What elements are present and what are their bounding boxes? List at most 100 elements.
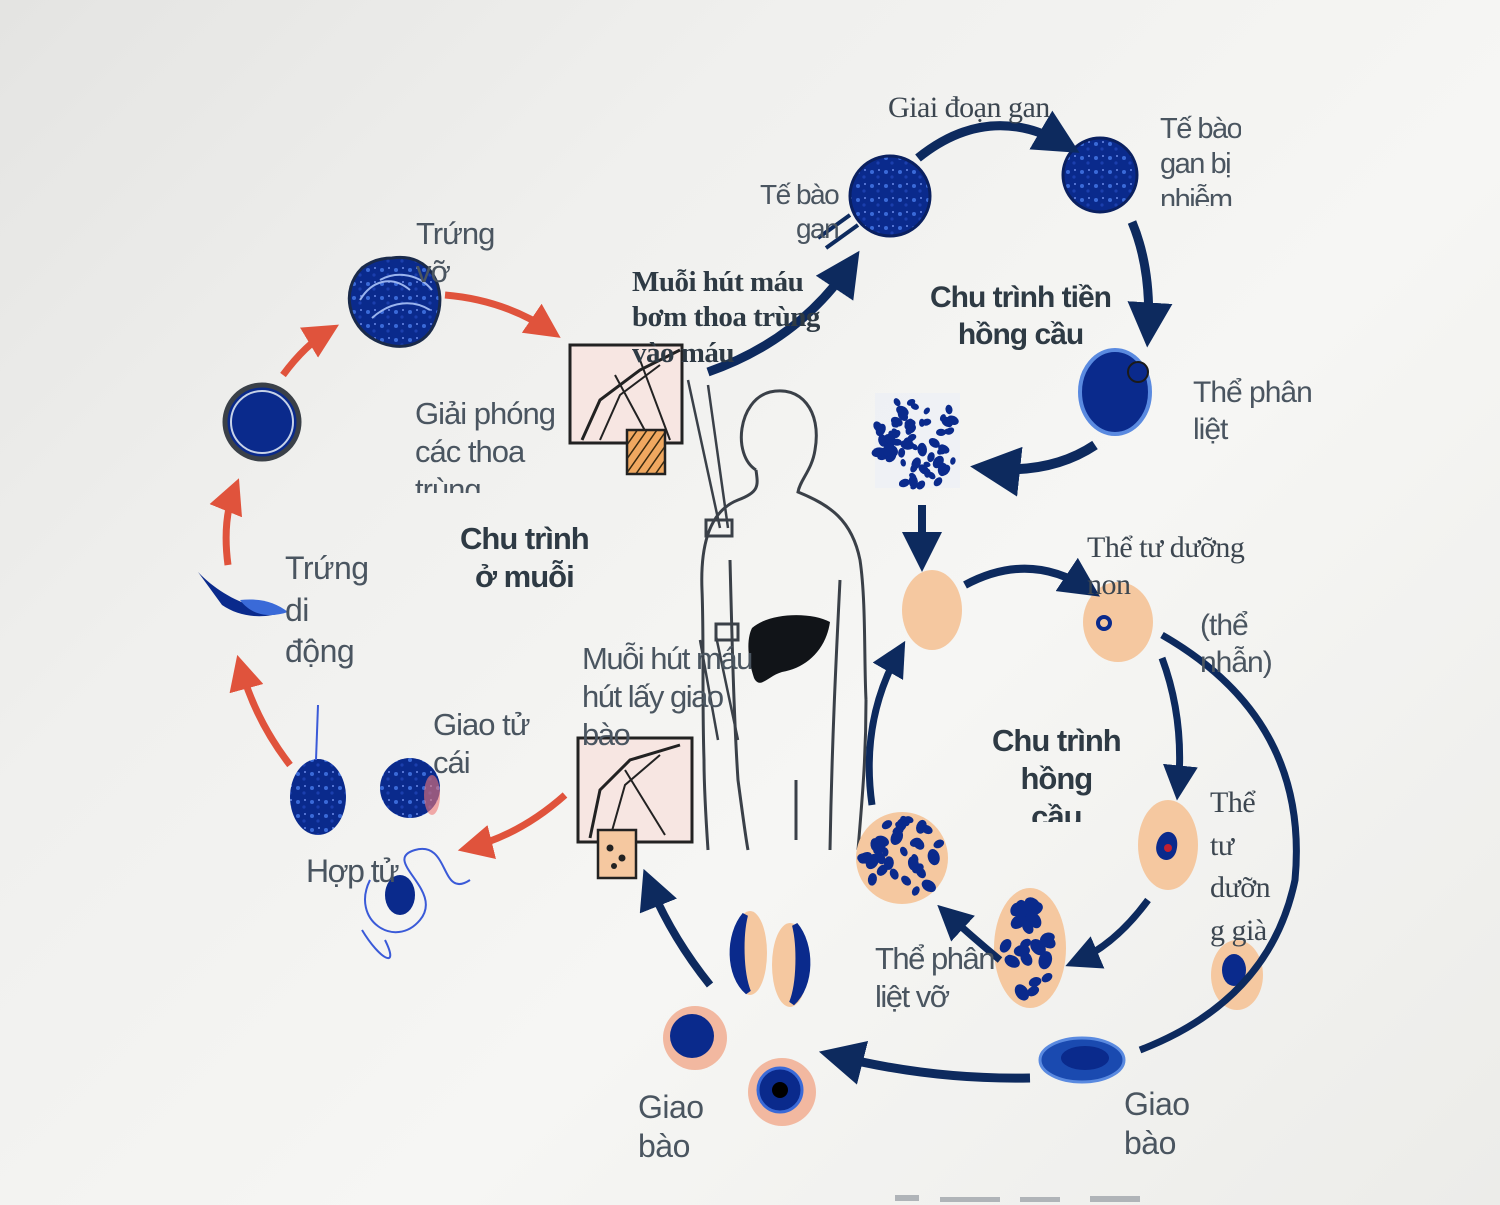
parasite-dot	[927, 471, 936, 480]
parasite-dot	[889, 868, 899, 880]
parasite-dot	[898, 447, 906, 458]
arrow-schizont-to-merozoites	[970, 440, 1098, 497]
parasite-dot	[927, 849, 940, 866]
infected-liver-cell-label: Tế bào gan bị nhiễm	[1160, 113, 1242, 206]
liver-cell-label: Tế bào gan	[760, 179, 840, 245]
parasite-dot	[927, 452, 935, 463]
parasite-dot	[898, 478, 910, 488]
parasite-dot	[892, 438, 902, 446]
parasite-dot	[891, 419, 897, 428]
schizont-label: Thể phân liệt	[1193, 376, 1313, 446]
pre-erythrocytic-cycle-title: Chu trình tiền hồng cầu	[930, 281, 1112, 351]
parasite-dot	[911, 886, 920, 896]
parasite-dot	[1014, 984, 1030, 1001]
parasite-dot	[897, 410, 909, 421]
arrow-to-gametocytes-left	[818, 1040, 1031, 1085]
sporozoite-release-label: Giải phóng các thoa trùng	[415, 396, 555, 493]
merozoite-cloud-icon	[871, 393, 960, 490]
parasite-dot	[1027, 986, 1040, 997]
parasite-dot	[901, 875, 912, 886]
parasite-dot	[867, 873, 877, 886]
female-gamete-label: Giao tử cái	[433, 707, 530, 780]
human-body-outline	[686, 379, 868, 851]
parasite-dot	[881, 820, 893, 830]
ruptured-oocyst-icon	[347, 255, 442, 348]
parasite-dot	[1024, 897, 1040, 911]
parasite-dot	[936, 428, 946, 437]
mosquito-injects-label: Muỗi hút máu bơm thoa trùng vào máu	[632, 266, 820, 369]
parasite-dot	[871, 447, 885, 458]
arrow-ring-to-gametocyte	[1138, 631, 1300, 1054]
infected-liver-cell-icon	[1061, 136, 1139, 214]
arrow-rbc-to-ring	[963, 557, 1100, 597]
parasite-dot	[873, 421, 883, 433]
arrow-oocyst-to-rupture	[280, 324, 340, 378]
arrow-ookinete-to-oocyst	[209, 478, 243, 566]
parasite-dot	[910, 403, 919, 410]
mosquito-feeds-label: Muỗi hút máu hút lấy giao bào	[582, 641, 752, 752]
ring-form-icon	[1083, 582, 1153, 662]
parasite-dot	[873, 842, 886, 855]
arrow-liver-to-infected	[915, 110, 1080, 162]
ookinete-label: Trứng di động	[285, 550, 369, 670]
gametocytes-left	[639, 868, 816, 1126]
erythrocytic-cycle	[818, 557, 1300, 1085]
parasite-dot	[933, 477, 943, 487]
parasite-dot	[893, 398, 901, 407]
parasite-dot	[937, 464, 946, 477]
parasite-dot	[910, 483, 918, 490]
parasite-dot	[919, 444, 925, 452]
arrow-infected-to-schizont	[1127, 220, 1173, 348]
parasite-dot	[1013, 944, 1030, 957]
parasite-dot	[904, 418, 914, 430]
parasite-dot	[1014, 899, 1028, 919]
ruptured-oocyst-label: Trứng vỡ	[416, 216, 495, 289]
gametocyte-left-label: Giao bào	[638, 1089, 704, 1165]
ruptured-schizont-icon	[856, 812, 948, 904]
parasite-dot	[907, 856, 919, 871]
arrow-rupture-to-release	[444, 291, 561, 338]
arrow-feeding-to-zygote	[457, 792, 568, 860]
ookinete-icon	[198, 572, 288, 617]
mosquito-cycle	[198, 255, 568, 960]
gamete-left-icon	[290, 759, 346, 835]
parasite-dot	[1004, 955, 1020, 968]
caption-fragment-icon	[895, 1195, 1140, 1202]
parasite-dot	[928, 437, 940, 448]
parasite-dot	[1030, 939, 1046, 956]
parasite-dot	[909, 472, 917, 480]
erythrocytic-cycle-title: Chu trình hồng cầu	[992, 723, 1121, 822]
ruptured-schizont-label: Thể phân liệt vỡ	[875, 941, 996, 1014]
parasite-dot	[923, 407, 930, 415]
parasite-dot	[892, 430, 901, 439]
rbc-merozoite-invasion-icon	[902, 570, 962, 650]
parasite-dot	[950, 457, 956, 465]
parasite-dot	[882, 443, 893, 457]
liver-stage	[706, 110, 1173, 572]
feeding-inset	[576, 736, 694, 880]
parasite-dot	[875, 852, 886, 865]
arrow-segmented-to-ruptured	[937, 904, 1003, 963]
ring-form-label: (thể nhẫn)	[1200, 609, 1273, 679]
parasite-dot	[945, 404, 953, 415]
gametocyte-right-label: Giao bào	[1124, 1086, 1190, 1162]
parasite-dot	[921, 418, 932, 426]
young-trophozoite-label: Thể tư dưỡng non	[1087, 531, 1245, 601]
parasite-dot	[910, 463, 918, 473]
liver-organ-icon	[748, 615, 830, 683]
arrow-mature-to-segmented	[1065, 897, 1151, 969]
parasite-dot	[923, 461, 931, 468]
liver-stage-title: Giai đoạn gan	[888, 91, 1050, 124]
parasite-dot	[921, 879, 936, 893]
parasite-dot	[890, 829, 904, 845]
mature-trophozoite-label: Thể tư dưỡn g già	[1210, 786, 1271, 947]
parasite-dot	[933, 839, 945, 849]
parasite-dot	[945, 427, 955, 435]
parasite-dot	[900, 459, 906, 467]
arrow-zygote-to-ookinete	[229, 654, 293, 768]
oocyst-icon	[222, 382, 302, 462]
parasite-dot	[941, 416, 953, 428]
parasite-dot	[1022, 920, 1034, 934]
parasite-dot	[899, 846, 908, 857]
